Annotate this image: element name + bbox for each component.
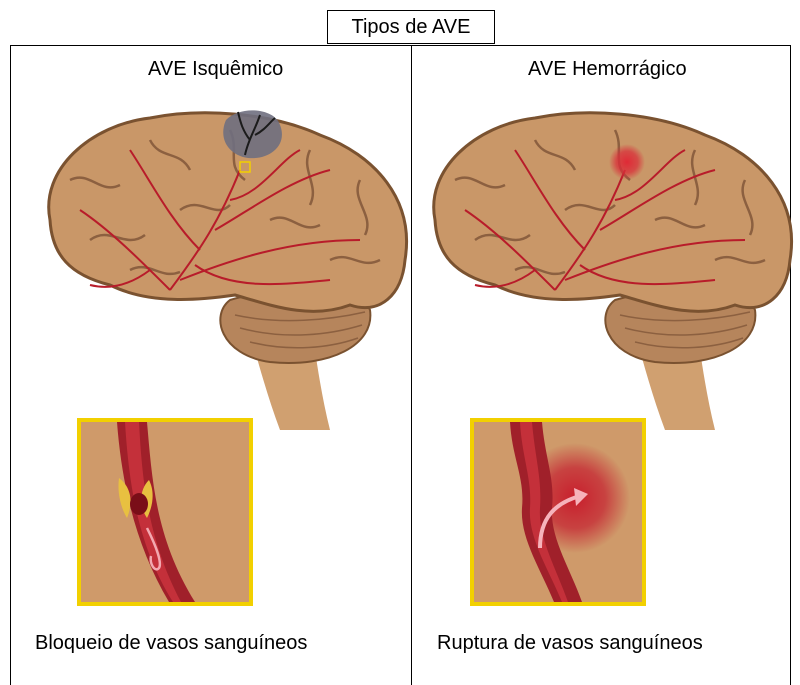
hemorrhage-spot [609,144,645,180]
cerebrum [434,113,792,311]
ischemic-caption: Bloqueio de vasos sanguíneos [35,632,307,655]
brain-ischemic-icon [30,100,430,440]
vessel-rupture-inset [470,418,646,606]
vessel-blockage-inset [77,418,253,606]
diagram-title: Tipos de AVE [327,10,495,44]
hemorrhagic-heading: AVE Hemorrágico [528,58,687,81]
hemorrhagic-caption: Ruptura de vasos sanguíneos [437,632,703,655]
ischemic-heading: AVE Isquêmico [148,58,283,81]
brain-hemorrhagic-icon [415,100,800,440]
